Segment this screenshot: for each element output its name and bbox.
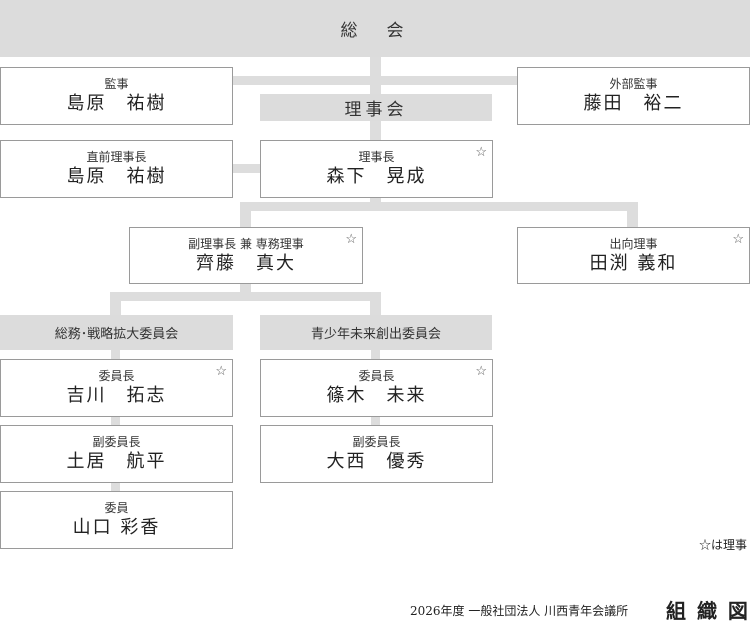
president-card: ☆ 理事長 森下 晃成 bbox=[260, 140, 493, 198]
connector-branch-left bbox=[240, 202, 251, 228]
connector-committee-a-stack bbox=[111, 350, 120, 492]
connector-committee-b bbox=[370, 292, 381, 315]
connector-trunk-vp bbox=[240, 283, 251, 297]
connector-past-president bbox=[232, 164, 260, 173]
director-star-icon: ☆ bbox=[345, 232, 357, 247]
connector-branch-right bbox=[627, 202, 638, 228]
connector-branch-h bbox=[240, 202, 638, 211]
director-star-icon: ☆ bbox=[732, 232, 744, 247]
president-name: 森下 晃成 bbox=[326, 166, 427, 187]
past-president-name: 島原 祐樹 bbox=[66, 166, 167, 187]
footer-org-name: 2026年度 一般社団法人 川西青年会議所 bbox=[410, 604, 629, 618]
committee-b-title: 青少年未来創出委員会 bbox=[310, 327, 441, 342]
committee-a-title: 総務･戦略拡大委員会 bbox=[54, 327, 179, 342]
external-auditor-role: 外部監事 bbox=[609, 77, 658, 91]
general-assembly-bar: 総 会 bbox=[0, 0, 750, 57]
vice-president-name: 齊藤 真大 bbox=[196, 252, 296, 274]
committee-b-chair-card: ☆ 委員長 篠木 未来 bbox=[260, 359, 493, 417]
past-president-card: 直前理事長 島原 祐樹 bbox=[0, 140, 233, 198]
committee-a-member-role: 委員 bbox=[104, 501, 129, 515]
footer-diagram-title: 組 織 図 bbox=[666, 599, 750, 623]
board-header-label: 理事会 bbox=[344, 100, 408, 120]
president-role: 理事長 bbox=[358, 150, 395, 164]
vice-president-role: 副理事長 兼 専務理事 bbox=[188, 236, 304, 251]
committee-a-chair-card: ☆ 委員長 吉川 拓志 bbox=[0, 359, 233, 417]
committee-b-chair-name: 篠木 未来 bbox=[326, 385, 427, 406]
committee-b-chair-role: 委員長 bbox=[358, 369, 395, 383]
committee-a-chair-role: 委員長 bbox=[98, 369, 135, 383]
committee-a-member-card: 委員 山口 彩香 bbox=[0, 491, 233, 549]
seconded-director-role: 出向理事 bbox=[609, 236, 658, 251]
director-star-icon: ☆ bbox=[475, 145, 487, 160]
seconded-director-card: ☆ 出向理事 田渕 義和 bbox=[517, 227, 750, 284]
director-star-icon: ☆ bbox=[215, 364, 227, 379]
committee-a-chair-name: 吉川 拓志 bbox=[66, 385, 167, 406]
director-star-icon: ☆ bbox=[475, 364, 487, 379]
vice-president-card: ☆ 副理事長 兼 専務理事 齊藤 真大 bbox=[129, 227, 363, 284]
connector-committees-h bbox=[110, 292, 381, 301]
auditor-role: 監事 bbox=[104, 77, 129, 91]
auditor-name: 島原 祐樹 bbox=[66, 93, 167, 114]
committee-a-vice-chair-role: 副委員長 bbox=[92, 435, 141, 449]
committee-b-vice-chair-name: 大西 優秀 bbox=[326, 451, 427, 472]
auditor-card: 監事 島原 祐樹 bbox=[0, 67, 233, 125]
connector-auditors bbox=[232, 76, 518, 85]
committee-a-member-name: 山口 彩香 bbox=[72, 517, 161, 538]
connector-committee-a bbox=[110, 292, 121, 315]
director-legend: ☆は理事 bbox=[698, 538, 747, 552]
committee-b-header: 青少年未来創出委員会 bbox=[260, 315, 492, 350]
connector-trunk-board bbox=[370, 120, 381, 141]
committee-b-vice-chair-card: 副委員長 大西 優秀 bbox=[260, 425, 493, 483]
committee-a-vice-chair-name: 土居 航平 bbox=[66, 451, 167, 472]
external-auditor-card: 外部監事 藤田 裕二 bbox=[517, 67, 750, 125]
external-auditor-name: 藤田 裕二 bbox=[583, 93, 684, 114]
general-assembly-label: 総 会 bbox=[340, 21, 410, 41]
committee-b-vice-chair-role: 副委員長 bbox=[352, 435, 401, 449]
board-header-bar: 理事会 bbox=[260, 94, 492, 121]
committee-a-header: 総務･戦略拡大委員会 bbox=[0, 315, 233, 350]
past-president-role: 直前理事長 bbox=[86, 150, 147, 164]
connector-trunk-president bbox=[370, 196, 381, 206]
seconded-director-name: 田渕 義和 bbox=[589, 252, 678, 274]
committee-a-vice-chair-card: 副委員長 土居 航平 bbox=[0, 425, 233, 483]
